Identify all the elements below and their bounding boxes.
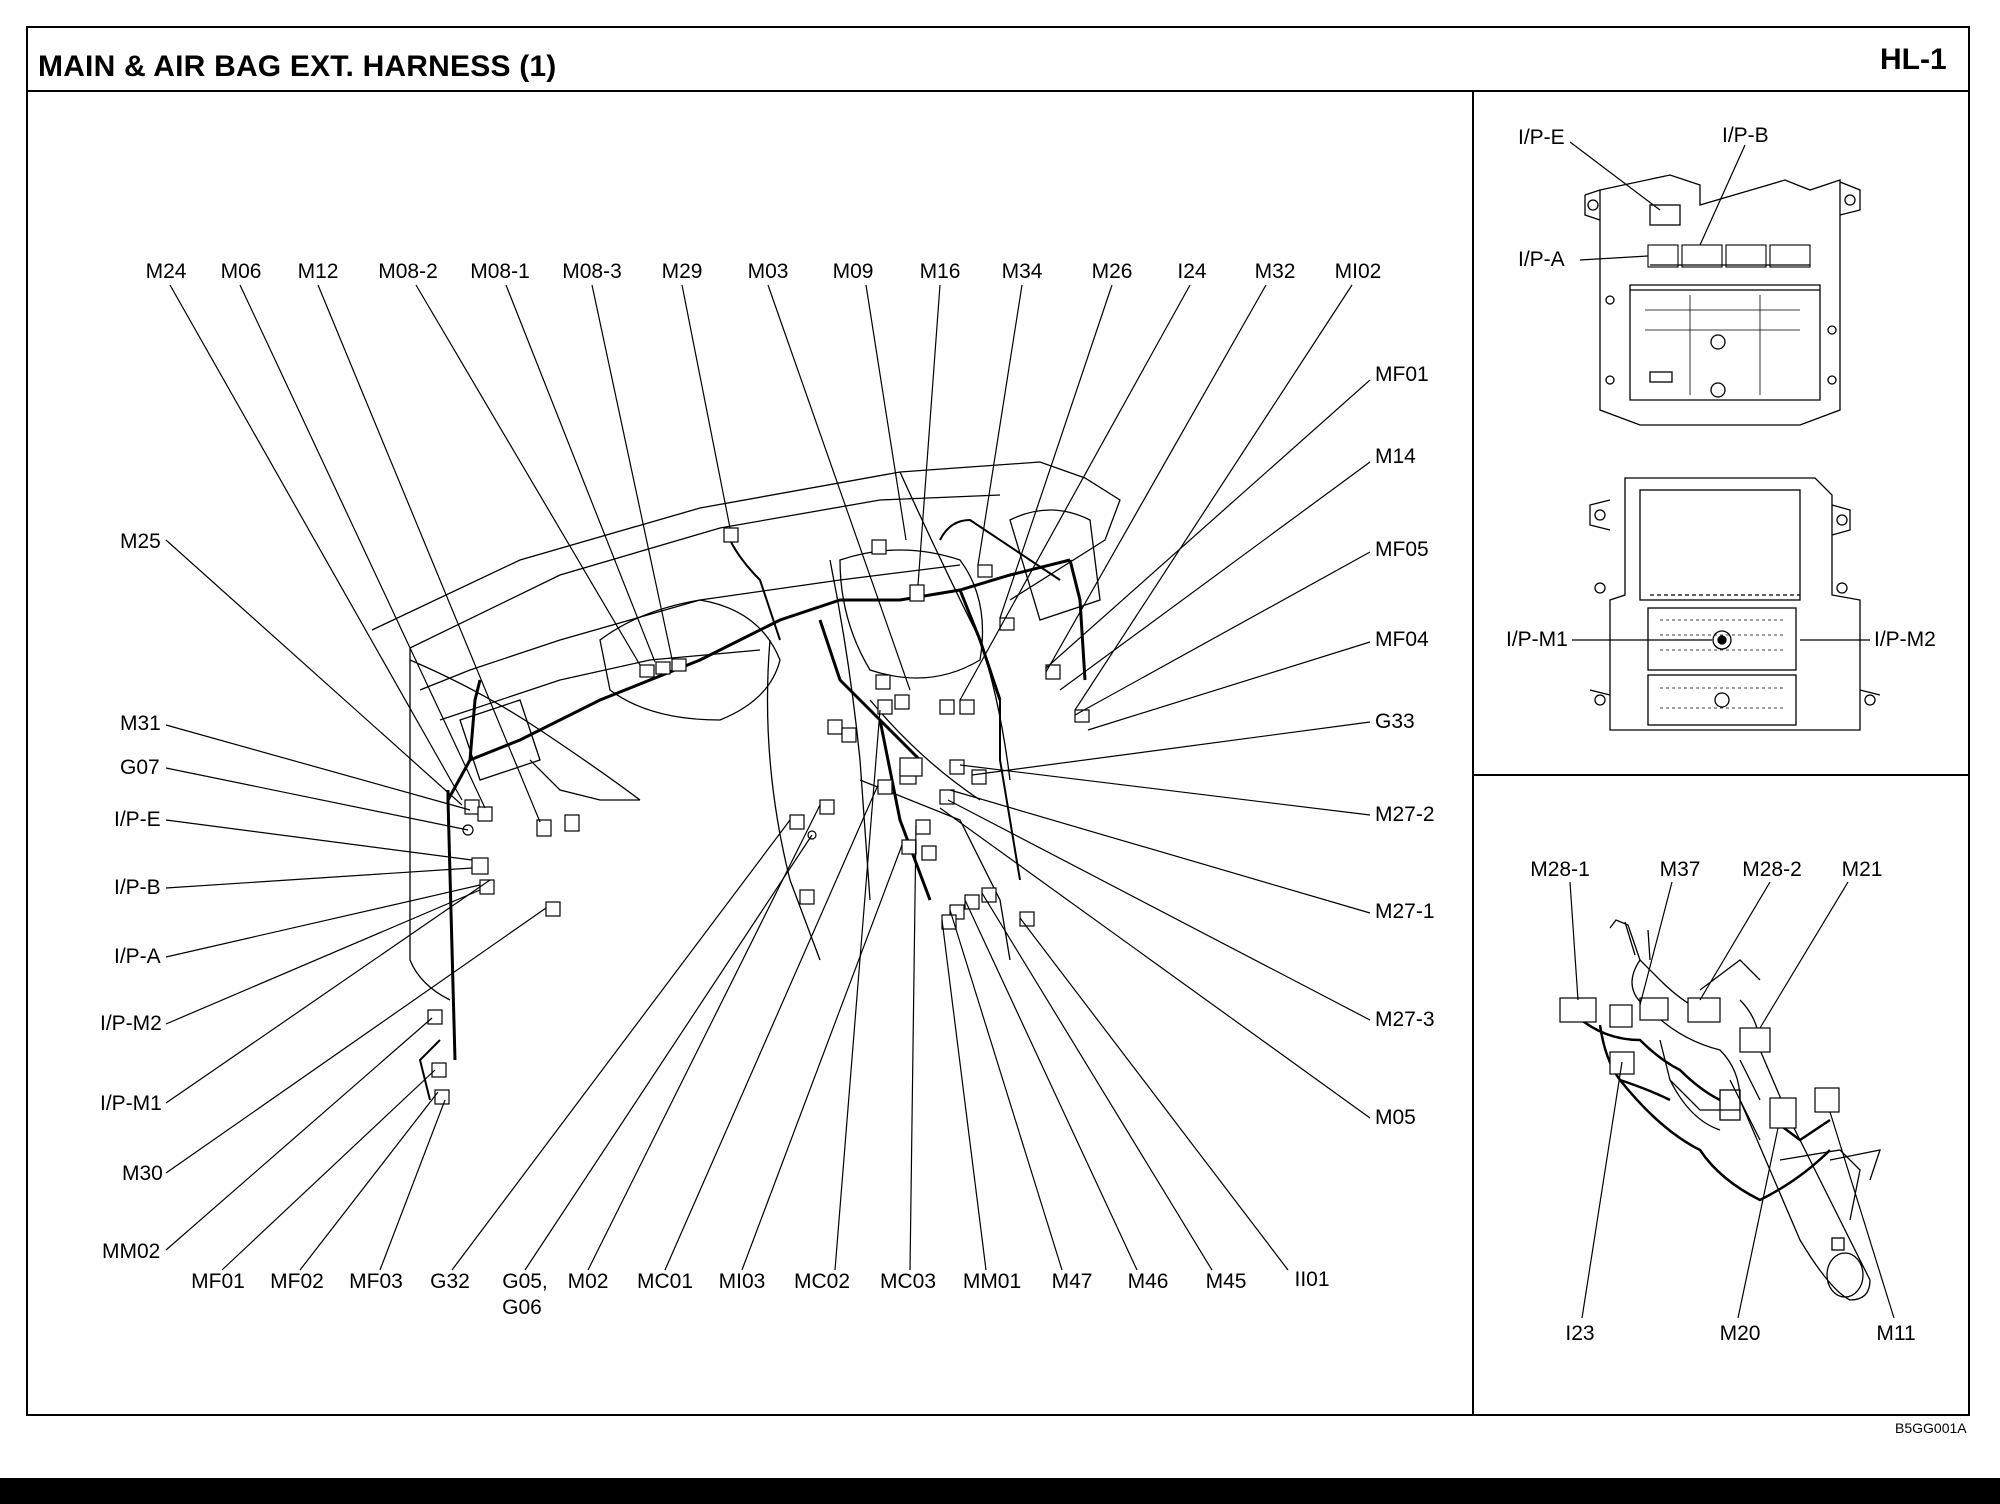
- label-m16: M16: [919, 260, 961, 283]
- panel-divider-vertical: [1472, 90, 1474, 1416]
- sheet-number: HL-1: [1880, 43, 1947, 76]
- label-ii01: II01: [1294, 1268, 1330, 1291]
- label-m11: M11: [1876, 1322, 1916, 1345]
- label-m27-3: M27-3: [1375, 1008, 1435, 1031]
- label-g06: G06: [502, 1296, 542, 1319]
- label-ip-e-left: I/P-E: [114, 808, 161, 831]
- label-mf05: MF05: [1375, 538, 1429, 561]
- label-m28-1: M28-1: [1530, 858, 1590, 881]
- label-ip-m2-box: I/P-M2: [1874, 628, 1936, 651]
- label-ip-b-left: I/P-B: [114, 876, 161, 899]
- label-m21: M21: [1841, 858, 1883, 881]
- label-mm01: MM01: [962, 1270, 1022, 1293]
- label-m26: M26: [1091, 260, 1133, 283]
- label-g05: G05,: [502, 1270, 548, 1293]
- label-ip-b-box: I/P-B: [1722, 124, 1769, 147]
- label-mc03: MC03: [879, 1270, 937, 1293]
- label-m45: M45: [1205, 1270, 1247, 1293]
- label-mm02: MM02: [102, 1240, 161, 1263]
- label-mf03: MF03: [349, 1270, 403, 1293]
- label-mi02: MI02: [1334, 260, 1382, 283]
- label-m29: M29: [661, 260, 703, 283]
- label-m09: M09: [832, 260, 874, 283]
- label-m27-1: M27-1: [1375, 900, 1435, 923]
- label-m25: M25: [120, 530, 161, 553]
- panel-divider-horizontal: [1472, 774, 1970, 776]
- label-m08-3: M08-3: [562, 260, 622, 283]
- label-m30: M30: [122, 1162, 163, 1185]
- title-divider: [26, 90, 1970, 92]
- label-m34: M34: [1001, 260, 1043, 283]
- label-m08-1: M08-1: [470, 260, 530, 283]
- label-mc02: MC02: [793, 1270, 851, 1293]
- label-m14: M14: [1375, 445, 1416, 468]
- label-m06: M06: [220, 260, 262, 283]
- label-mf01-bottom: MF01: [191, 1270, 245, 1293]
- label-g07: G07: [120, 756, 160, 779]
- label-g32: G32: [430, 1270, 470, 1293]
- label-m05: M05: [1375, 1106, 1416, 1129]
- label-m28-2: M28-2: [1742, 858, 1802, 881]
- label-m46: M46: [1127, 1270, 1169, 1293]
- label-m03: M03: [747, 260, 789, 283]
- label-m47: M47: [1051, 1270, 1093, 1293]
- label-ip-m1-box: I/P-M1: [1506, 628, 1568, 651]
- label-m02: M02: [567, 1270, 609, 1293]
- label-g33: G33: [1375, 710, 1415, 733]
- label-m27-2: M27-2: [1375, 803, 1435, 826]
- label-mi03: MI03: [718, 1270, 766, 1293]
- figure-reference-code: B5GG001A: [1895, 1420, 1967, 1436]
- label-mf02: MF02: [270, 1270, 324, 1293]
- page-title: MAIN & AIR BAG EXT. HARNESS (1): [38, 50, 557, 83]
- label-m20: M20: [1719, 1322, 1761, 1345]
- label-ip-a-box: I/P-A: [1518, 248, 1565, 271]
- label-i24: I24: [1177, 260, 1207, 283]
- label-ip-e-box: I/P-E: [1518, 126, 1565, 149]
- label-m32: M32: [1254, 260, 1296, 283]
- footer-bar: [0, 1478, 2000, 1504]
- label-i23: I23: [1565, 1322, 1595, 1345]
- drawing-frame: [26, 26, 1970, 1416]
- label-m31: M31: [120, 712, 161, 735]
- label-mf01-right: MF01: [1375, 363, 1429, 386]
- label-m37: M37: [1659, 858, 1701, 881]
- label-m12: M12: [297, 260, 339, 283]
- label-m24: M24: [145, 260, 187, 283]
- label-ip-m2-left: I/P-M2: [100, 1012, 162, 1035]
- label-m08-2: M08-2: [378, 260, 438, 283]
- label-mc01: MC01: [636, 1270, 694, 1293]
- label-ip-a-left: I/P-A: [114, 945, 161, 968]
- label-ip-m1-left: I/P-M1: [100, 1092, 162, 1115]
- label-mf04: MF04: [1375, 628, 1429, 651]
